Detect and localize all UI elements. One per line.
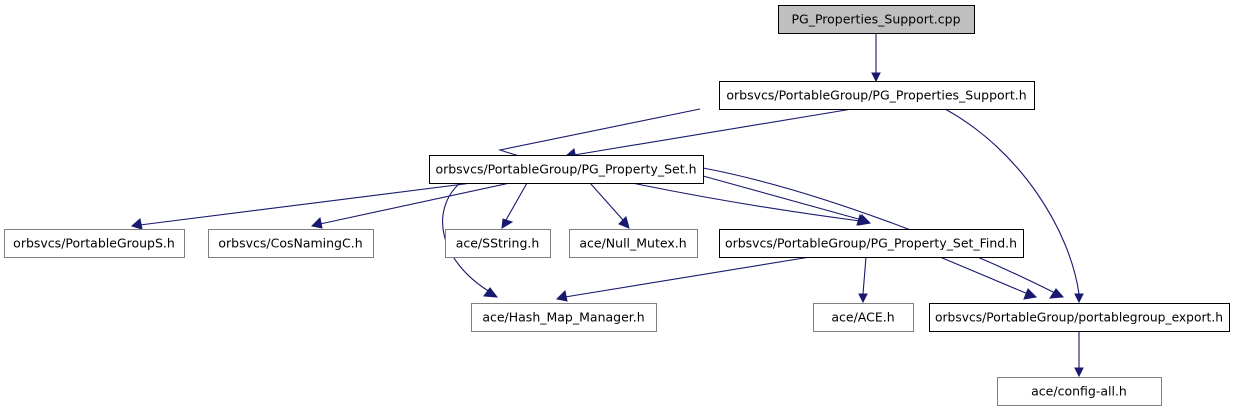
arrowhead-n2-to-n4: [310, 216, 323, 229]
graph-edge-n2-to-n6: [589, 182, 624, 221]
graph-node-n10[interactable]: orbsvcs/PortableGroup/portablegroup_expo…: [929, 303, 1230, 332]
node-box-n5: [445, 229, 551, 258]
node-box-n11: [997, 377, 1162, 406]
node-label-n6: ace/Null_Mutex.h: [579, 236, 686, 251]
graph-edge-n7-to-n10: [939, 256, 1029, 295]
graph-edge-n1-to-n2: [573, 108, 853, 156]
graph-node-n1[interactable]: orbsvcs/PortableGroup/PG_Properties_Supp…: [719, 81, 1035, 110]
graph-edge-n2-to-n5: [505, 182, 528, 221]
node-label-n5: ace/SString.h: [456, 236, 540, 251]
arrowhead-n7-to-n10: [1023, 288, 1038, 300]
arrowhead-n1-to-n10: [1074, 293, 1084, 304]
node-box-n0: [778, 5, 975, 34]
node-box-n3: [4, 229, 185, 258]
node-box-n9: [813, 303, 914, 332]
graph-edge-n2-to-n8: [442, 182, 491, 293]
node-label-n10: orbsvcs/PortableGroup/portablegroup_expo…: [935, 310, 1223, 325]
graph-node-n6: ace/Null_Mutex.h: [569, 229, 698, 258]
graph-edge-n7-to-n9: [862, 256, 867, 295]
node-label-n2: orbsvcs/PortableGroup/PG_Property_Set.h: [435, 162, 696, 177]
graph-node-n9: ace/ACE.h: [813, 303, 914, 332]
node-label-n9: ace/ACE.h: [831, 310, 894, 325]
node-label-n1: orbsvcs/PortableGroup/PG_Properties_Supp…: [726, 88, 1026, 103]
arrowhead-n2-to-n10: [1049, 288, 1065, 299]
graph-edge-n1-to-n10: [944, 108, 1080, 295]
arrowhead-n7-to-n8: [555, 289, 568, 302]
arrowhead-n10-to-n11: [1074, 367, 1084, 378]
graph-node-n7[interactable]: orbsvcs/PortableGroup/PG_Property_Set_Fi…: [719, 229, 1024, 258]
node-box-n10: [929, 303, 1230, 332]
node-label-n4: orbsvcs/CosNamingC.h: [218, 236, 362, 251]
node-layer: PG_Properties_Support.cpp orbsvcs/Portabl…: [4, 5, 1230, 406]
graph-node-n0[interactable]: PG_Properties_Support.cpp: [778, 5, 975, 34]
arrowhead-n7-to-n9: [858, 293, 868, 304]
graph-edge-n2-to-n7: [702, 175, 863, 221]
graph-node-n11: ace/config-all.h: [997, 377, 1162, 406]
arrowhead-n2-to-n8: [483, 287, 499, 298]
node-box-n1: [719, 81, 1035, 110]
node-label-n3: orbsvcs/PortableGroupS.h: [13, 236, 175, 251]
graph-edge-n2-to-n10: [702, 167, 1056, 294]
arrowhead-n2-to-n7: [858, 214, 872, 226]
graph-node-n2[interactable]: orbsvcs/PortableGroup/PG_Property_Set.h: [429, 155, 704, 184]
graph-node-n4: orbsvcs/CosNamingC.h: [208, 229, 374, 258]
node-label-n8: ace/Hash_Map_Manager.h: [482, 310, 644, 325]
graph-edge-n2-to-n3: [139, 182, 473, 226]
node-label-n0: PG_Properties_Support.cpp: [791, 12, 960, 27]
arrowhead-n2-to-n3: [130, 218, 143, 230]
arrowhead-n0-to-n1: [871, 72, 881, 83]
graph-node-n3: orbsvcs/PortableGroupS.h: [4, 229, 185, 258]
node-box-n6: [569, 229, 698, 258]
graph-edge-n7-to-n8: [564, 256, 811, 298]
node-box-n8: [471, 303, 657, 332]
graph-node-n5: ace/SString.h: [445, 229, 551, 258]
graph-edge-n2-to-n4: [319, 182, 511, 225]
node-label-n11: ace/config-all.h: [1031, 384, 1127, 399]
graph-node-n8: ace/Hash_Map_Manager.h: [471, 303, 657, 332]
node-box-n2: [429, 155, 704, 184]
arrowhead-n2-to-n5: [501, 218, 514, 229]
arrowhead-n2-to-n6: [618, 216, 630, 229]
node-label-n7: orbsvcs/PortableGroup/PG_Property_Set_Fi…: [725, 236, 1017, 251]
node-box-n7: [719, 229, 1024, 258]
node-box-n4: [208, 229, 374, 258]
